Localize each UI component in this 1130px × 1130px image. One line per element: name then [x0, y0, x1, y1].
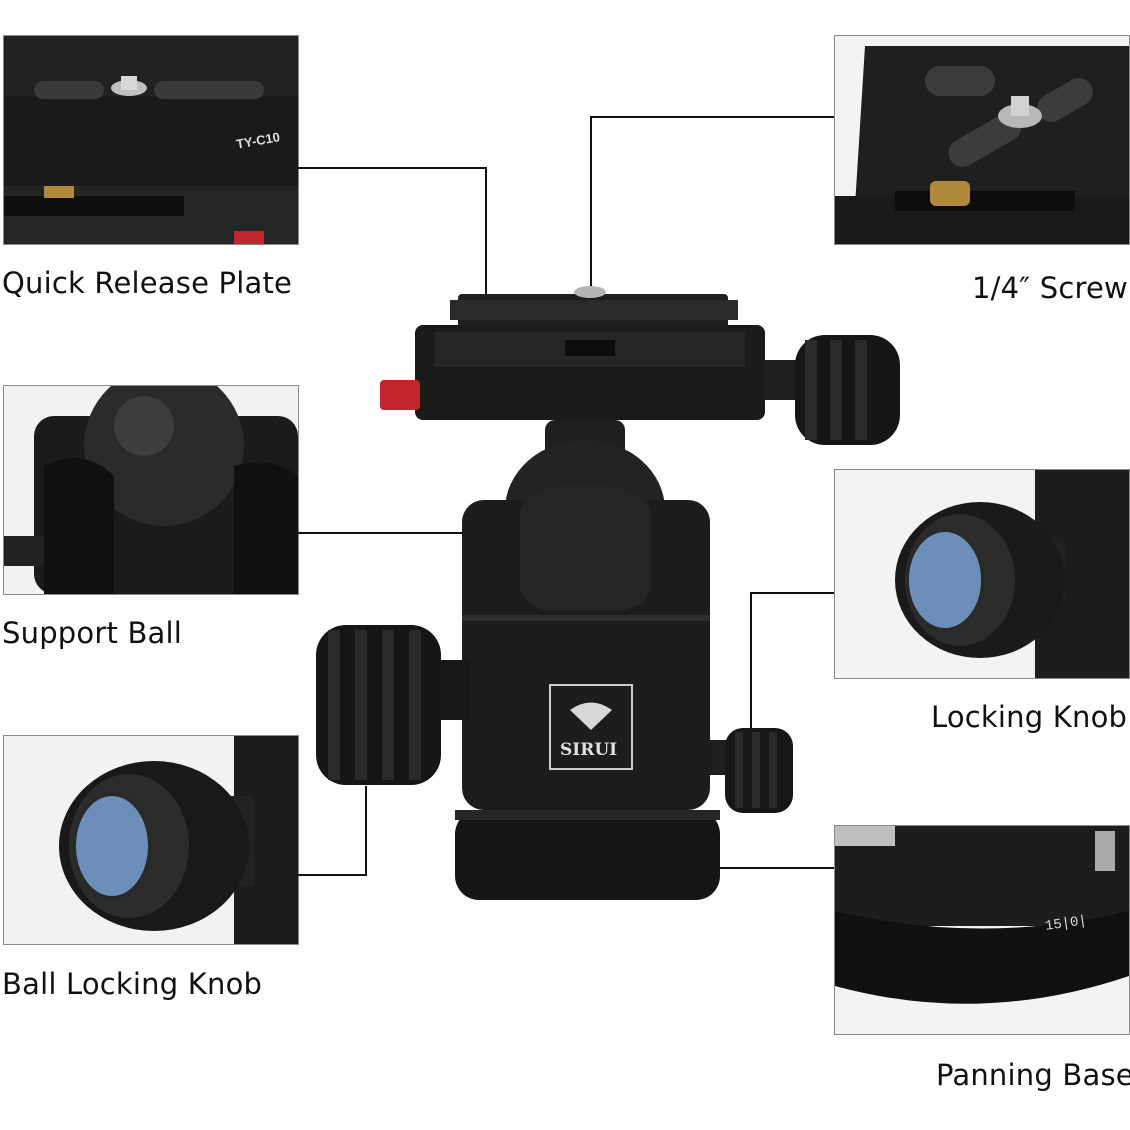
leader-screw-v: [590, 116, 592, 290]
label-locking-knob: Locking Knob: [931, 700, 1128, 734]
label-support-ball: Support Ball: [2, 616, 183, 650]
closeup-quick-release-plate: TY-C10: [3, 35, 299, 245]
closeup-screw: [834, 35, 1130, 245]
leader-ball-locking-knob-v: [365, 786, 367, 876]
label-screw: 1/4″ Screw: [972, 271, 1128, 305]
leader-support-ball: [297, 532, 559, 534]
label-quick-release-plate: Quick Release Plate: [2, 266, 293, 300]
label-panning-base: Panning Base: [936, 1058, 1130, 1092]
leader-locking-knob-v: [750, 592, 752, 738]
leader-quick-release-plate-h: [297, 167, 486, 169]
ball-head-product-image: SIRUI: [300, 270, 920, 910]
leader-ball-locking-knob-h: [297, 874, 367, 876]
closeup-ball-locking-knob: [3, 735, 299, 945]
closeup-support-ball: [3, 385, 299, 595]
leader-quick-release-plate-v: [485, 167, 487, 312]
brand-logo-text: SIRUI: [560, 740, 618, 760]
label-ball-locking-knob: Ball Locking Knob: [2, 967, 263, 1001]
leader-panning-base: [714, 867, 834, 869]
closeup-locking-knob: [834, 469, 1130, 679]
closeup-panning-base: 15|0|: [834, 825, 1130, 1035]
leader-locking-knob-h: [750, 592, 834, 594]
leader-screw-h: [590, 116, 834, 118]
